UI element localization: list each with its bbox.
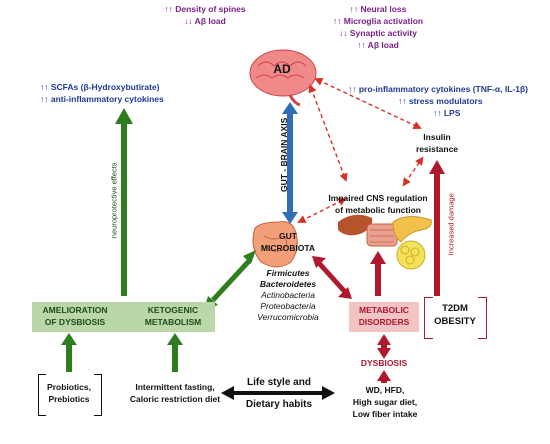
microbiota-metabolic-arrow [312,256,352,299]
probiotics-arrow [61,333,77,372]
impaired-cns-line1: Impaired CNS regulation [328,193,428,203]
amelioration-line2: OF DYSBIOSIS [44,317,106,327]
scfa-line: ↑↑ SCFAs (β-Hydroxybutirate) [40,82,160,92]
phylum-actinobacteria: Actinobacteria [261,290,315,300]
phylum-proteobacteria: Proteobacteria [260,301,316,311]
dashed-arrows [297,77,424,223]
probiotics-line1: Probiotics, [47,382,91,392]
synaptic-activity: ↓↓ Synaptic activity [339,28,417,38]
fasting-arrow [167,333,183,372]
neuroprotective-label: neuroprotective effects [109,162,119,239]
brain-icon [249,49,317,107]
t2dm-bracket-left [424,297,433,339]
gut-microbiota-line2: MICROBIOTA [260,243,316,253]
abeta-load: ↑↑ Aβ load [357,40,399,50]
adipose-icon [396,240,426,270]
dysbiosis-label: DYSBIOSIS [360,358,408,368]
phylum-firmicutes: Firmicutes [266,268,310,278]
pro-inflammatory-line: ↑↑ pro-inflammatory cytokines (TNF-α, IL… [348,84,528,94]
insulin-line2: resistance [415,144,459,154]
increased-damage-arrow [429,160,445,296]
gut-brain-axis-label: GUT - BRAIN AXIS [279,117,290,193]
amelioration-ketogenic-box [32,302,215,332]
diet-dysbiosis-arrow [377,370,391,383]
muscle-icon [366,223,398,247]
probiotics-bracket-left [38,374,46,416]
gut-icon [252,221,298,268]
ketogenic-line2: METABOLISM [144,317,202,327]
fasting-line1: Intermittent fasting, [135,382,215,392]
pancreas-icon [392,216,432,243]
abeta-effect: ↓↓ Aβ load [184,16,226,26]
lifestyle-line1: Life style and [247,377,311,388]
metabolic-line1: METABOLIC [359,305,409,315]
increased-damage-label: Increased damage [446,193,456,256]
metabolic-impaired-arrow [370,251,386,296]
ad-label: AD [273,62,291,76]
probiotics-line2: Prebiotics [48,394,90,404]
phylum-bacteroidetes: Bacteroidetes [259,279,317,289]
neuroprotective-arrow [115,108,133,296]
metabolic-line2: DISORDERS [358,317,410,327]
gut-microbiota-line1: GUT [279,231,297,241]
phylum-verrucomicrobia: Verrucomicrobia [257,312,319,322]
t2dm-line1: T2DM [442,303,468,314]
microglia-activation: ↑↑ Microglia activation [332,16,424,26]
diet-line3: Low fiber intake [352,409,418,419]
lps-line: ↑↑ LPS [433,108,461,118]
fasting-line2: Caloric restriction diet [129,394,221,404]
amelioration-line1: AMELIORATION [42,305,108,315]
metabolic-disorders-box [349,302,419,332]
spines-effect: ↑↑ Density of spines [164,4,246,14]
diet-line1: WD, HFD, [365,385,405,395]
stress-modulators-line: ↑↑ stress modulators [398,96,483,106]
diet-line2: High sugar diet, [352,397,418,407]
insulin-line1: Insulin [423,132,451,142]
neural-loss: ↑↑ Neural loss [349,4,407,14]
t2dm-bracket-right [478,297,487,339]
anti-inflammatory-line: ↑↑ anti-inflammatory cytokines [40,94,164,104]
probiotics-bracket-right [94,374,102,416]
dysbiosis-arrow [377,334,391,359]
impaired-cns-line2: of metabolic function [335,205,421,215]
t2dm-line2: OBESITY [434,316,476,327]
lifestyle-line2: Dietary habits [245,399,313,410]
ketogenic-line1: KETOGENIC [147,305,199,315]
lifestyle-arrow [221,386,335,400]
gut-brain-axis-arrow [282,102,298,224]
